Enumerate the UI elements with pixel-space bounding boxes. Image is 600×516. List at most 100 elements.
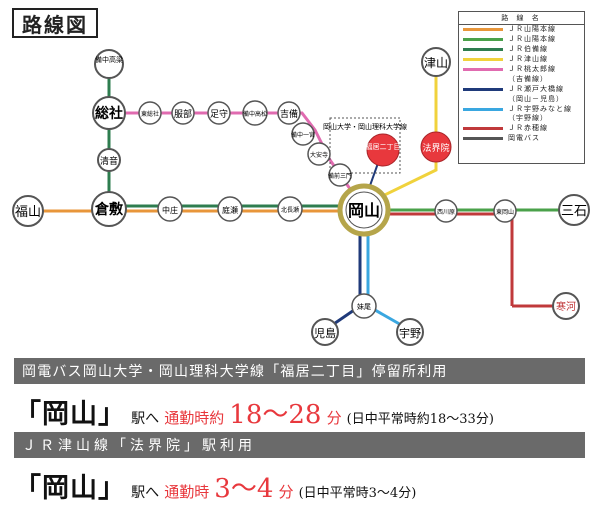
legend-item: ＪＲ山陽本線 [459, 35, 584, 45]
station-daianji: 大安寺 [310, 151, 328, 159]
route1-note: (日中平常時約18～33分) [346, 412, 494, 427]
legend-item: 岡電バス [459, 134, 584, 144]
route1-unit: 分 [326, 409, 342, 427]
kiyone-station-marker [97, 148, 121, 172]
route-map: 岡山 総社 倉敷 福山 三石 津山 児島 宇野 寒河 備中高梁 清音 東総社 服… [12, 47, 590, 346]
rail-route-time: 「岡山」 駅へ 通勤時 3～4 分 (日中平常時3～4分) [14, 466, 600, 504]
bus-stop-label: 岡山大学・岡山理科大学線 [323, 122, 407, 131]
station-bizen-mikado: 備前三門 [328, 172, 352, 180]
legend-label: 岡電バス [508, 134, 540, 143]
hattori-marker [171, 101, 195, 125]
station-ashimori: 足守 [210, 108, 228, 120]
station-kita-nagase: 北長瀬 [281, 206, 299, 214]
legend-label: ＪＲ津山線 [508, 55, 548, 64]
legend-swatch [463, 28, 503, 32]
rail-route-banner: ＪＲ津山線「法界院」駅利用 [14, 432, 585, 458]
line-tsuyama [361, 62, 438, 208]
station-tsuyama: 津山 [424, 56, 448, 70]
station-uno: 宇野 [399, 327, 421, 340]
map-title: 路線図 [12, 8, 98, 38]
station-higashi-soja: 東総社 [141, 110, 159, 118]
nakasho-marker [157, 196, 183, 222]
route2-note: (日中平常時3～4分) [298, 486, 417, 501]
station-bitchu-takamatsu: 備中高松 [243, 110, 267, 118]
station-saidaiji: 西川原 [437, 209, 455, 216]
omoto-marker [351, 293, 377, 319]
bus-route-time: 「岡山」 駅へ 通勤時約 18～28 分 (日中平常時約18～33分) [14, 392, 600, 430]
station-bizen-takahashi: 備中高梁 [95, 55, 123, 64]
route2-commute-time: 3～4 [214, 474, 274, 504]
station-soja: 総社 [95, 105, 123, 122]
ichinomiya-marker [291, 122, 315, 146]
station-hattori: 服部 [174, 108, 192, 120]
legend-item: ＪＲ津山線 [459, 55, 584, 65]
legend-item: ＪＲ赤穂線 [459, 124, 584, 134]
tsuyama-station-marker [421, 47, 451, 77]
legend-item: ＪＲ瀬戸大橋線 [459, 84, 584, 94]
ashimori-marker [207, 101, 231, 125]
station-okayama: 岡山 [348, 201, 380, 220]
legend-swatch [463, 58, 503, 62]
station-hokaiin: 法界院 [422, 142, 449, 154]
bus-stop-area [329, 117, 401, 174]
legend-label: ＪＲ伯備線 [508, 45, 548, 54]
soja-station-marker [92, 96, 126, 130]
legend-item: （吉備線） [459, 74, 584, 84]
legend-label: （岡山－児島） [508, 94, 564, 103]
route1-station: 「岡山」 [14, 399, 126, 430]
daianji-marker [307, 142, 331, 166]
station-kiyone: 清音 [100, 155, 118, 167]
kojima-station-marker [311, 318, 339, 346]
station-bitchu-ichinomiya: 備中一宮 [291, 131, 315, 139]
kibi-marker [277, 101, 301, 125]
route2-to: 駅へ [131, 485, 160, 501]
route2-unit: 分 [278, 483, 294, 501]
legend-item: ＪＲ宇野みなと線 [459, 104, 584, 114]
mitsuishi-station-marker [558, 194, 590, 226]
station-higashi-okayama: 東岡山 [496, 208, 514, 216]
route2-station: 「岡山」 [14, 473, 126, 504]
legend-item: ＪＲ伯備線 [459, 45, 584, 55]
legend-label: ＪＲ瀬戸大橋線 [508, 84, 564, 93]
fukui-nichome-marker [366, 133, 400, 167]
saidaiji-marker [434, 199, 458, 223]
mikado-marker [328, 163, 352, 187]
legend-label: ＪＲ宇野みなと線 [508, 104, 572, 113]
legend-item: （岡山－児島） [459, 94, 584, 104]
legend-item: （宇野線） [459, 114, 584, 124]
kurashiki-station-marker [91, 191, 127, 227]
legend-swatch [463, 87, 503, 91]
legend-label: ＪＲ山陽本線 [508, 35, 556, 44]
route1-to: 駅へ [131, 411, 160, 427]
legend-swatch [463, 68, 503, 71]
station-kurashiki: 倉敷 [94, 201, 124, 218]
legend-label: ＪＲ山陽本線 [508, 25, 556, 34]
legend-title: 路 線 名 [459, 12, 584, 25]
legend-item: ＪＲ山陽本線 [459, 25, 584, 35]
station-kojima: 児島 [314, 326, 336, 340]
takahashi-station-marker [94, 49, 124, 79]
station-kibi: 吉備 [280, 108, 298, 120]
seto-station-marker [552, 292, 580, 320]
legend-label: ＪＲ桃太郎線 [508, 65, 556, 73]
legend-swatch [463, 137, 503, 141]
legend-swatch [463, 38, 503, 42]
legend-swatch [463, 48, 503, 52]
uno-station-marker [396, 318, 424, 346]
station-seto: 寒河 [556, 300, 576, 313]
higashi-soja-marker [138, 101, 162, 125]
legend-swatch [463, 127, 503, 131]
okayama-station-marker [345, 191, 383, 229]
station-fukui-nichome: 福居二丁目 [366, 142, 401, 151]
takamatsu-marker [242, 100, 268, 126]
legend-label: ＪＲ赤穂線 [508, 124, 548, 133]
station-nakasho: 中庄 [162, 205, 178, 215]
route2-commute-label: 通勤時 [164, 483, 210, 501]
route1-commute-time: 18～28 [229, 400, 322, 430]
legend-swatch [463, 107, 503, 111]
kita-nagase-marker [277, 196, 303, 222]
station-niwase: 庭瀬 [222, 205, 238, 215]
